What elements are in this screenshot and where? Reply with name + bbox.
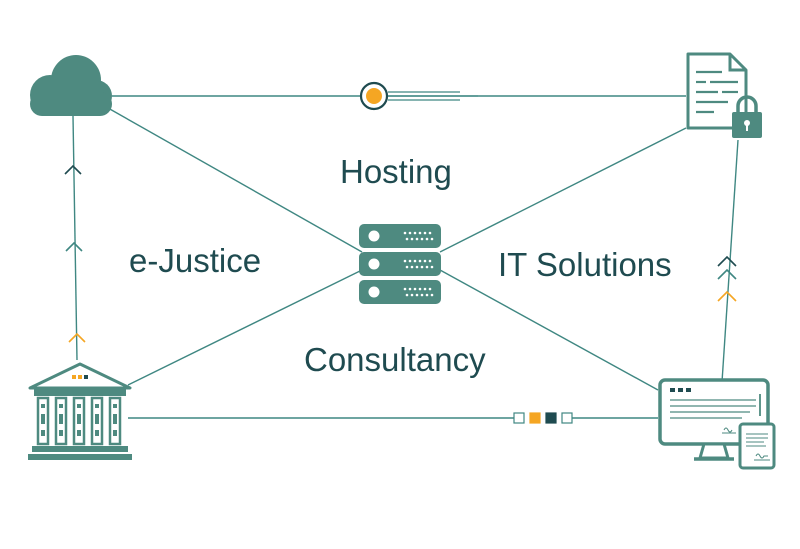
data-packets-icon bbox=[513, 412, 573, 424]
chevron-up-icon bbox=[68, 332, 86, 343]
chevron-up-icon bbox=[65, 241, 83, 252]
line-cloud-to-server bbox=[107, 107, 363, 253]
label-e-justice: e-Justice bbox=[129, 242, 262, 279]
cloud-icon bbox=[30, 55, 112, 116]
label-hosting: Hosting bbox=[340, 153, 452, 190]
label-it-solutions: IT Solutions bbox=[498, 246, 672, 283]
server-stack-icon bbox=[359, 224, 441, 304]
line-document-to-server bbox=[439, 127, 687, 253]
chevron-up-icon bbox=[717, 290, 737, 302]
monitor-and-document-icon bbox=[658, 378, 776, 470]
courthouse-icon bbox=[28, 362, 132, 460]
line-courthouse-to-cloud bbox=[72, 115, 78, 361]
data-node-icon bbox=[359, 81, 389, 111]
chevron-up-icon bbox=[717, 255, 737, 267]
upward-arrows-left bbox=[64, 164, 86, 343]
chevron-up-icon bbox=[717, 268, 737, 280]
upward-arrows-right bbox=[717, 255, 737, 302]
label-consultancy: Consultancy bbox=[304, 341, 486, 378]
motion-streaks bbox=[388, 91, 478, 101]
line-courthouse-to-server bbox=[127, 269, 363, 386]
locked-document-icon bbox=[686, 52, 762, 138]
chevron-up-icon bbox=[64, 164, 82, 175]
line-monitor-to-server bbox=[439, 269, 659, 391]
